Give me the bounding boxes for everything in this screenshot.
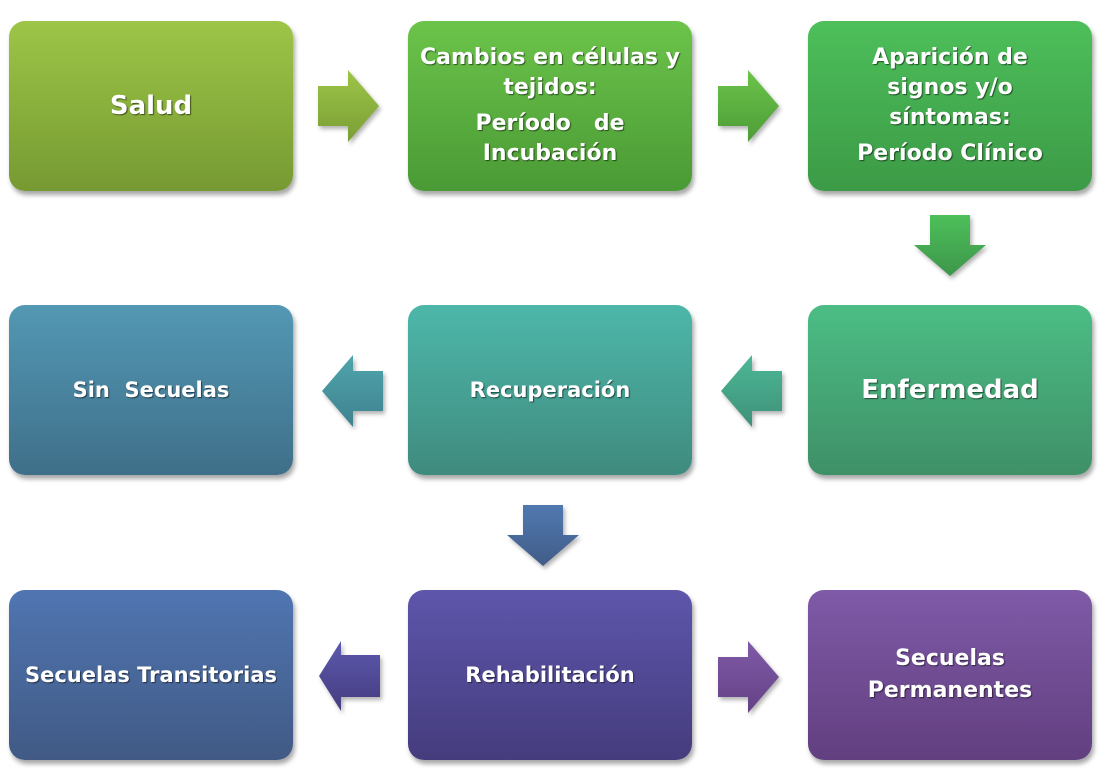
node-recuperacion: Recuperación	[408, 305, 692, 475]
node-sublabel: Período Clínico	[857, 141, 1043, 166]
node-label: Salud	[109, 91, 193, 121]
node-label: Secuelas Transitorias	[24, 663, 278, 687]
node-label: Cambios en células y tejidos:	[420, 45, 680, 100]
arrow-down-icon	[914, 215, 986, 276]
node-secuelas-permanentes: Secuelas Permanentes	[808, 590, 1092, 760]
node-sin-secuelas: Sin Secuelas	[9, 305, 293, 475]
node-label: Sin Secuelas	[72, 378, 230, 402]
arrow-right-icon	[318, 70, 379, 142]
node-label: Recuperación	[469, 378, 631, 402]
node-label: Enfermedad	[861, 375, 1039, 405]
node-secuelas-transitorias: Secuelas Transitorias	[9, 590, 293, 760]
arrow-right-icon	[718, 641, 779, 713]
arrow-right-icon	[718, 70, 779, 142]
node-sublabel: Período de Incubación	[475, 111, 633, 166]
node-cambios: Cambios en células y tejidos: Período de…	[408, 21, 692, 191]
node-aparicion: Aparición de signos y/o síntomas: Períod…	[808, 21, 1092, 191]
node-label: Secuelas Permanentes	[867, 646, 1033, 703]
node-rehabilitacion: Rehabilitación	[408, 590, 692, 760]
node-enfermedad: Enfermedad	[808, 305, 1092, 475]
arrow-left-icon	[319, 641, 380, 711]
node-label: Aparición de signos y/o síntomas:	[872, 45, 1044, 130]
arrow-left-icon	[721, 355, 782, 427]
node-label: Rehabilitación	[465, 663, 635, 687]
arrow-down-icon	[507, 505, 579, 566]
arrow-left-icon	[322, 355, 383, 427]
node-salud: Salud	[9, 21, 293, 191]
